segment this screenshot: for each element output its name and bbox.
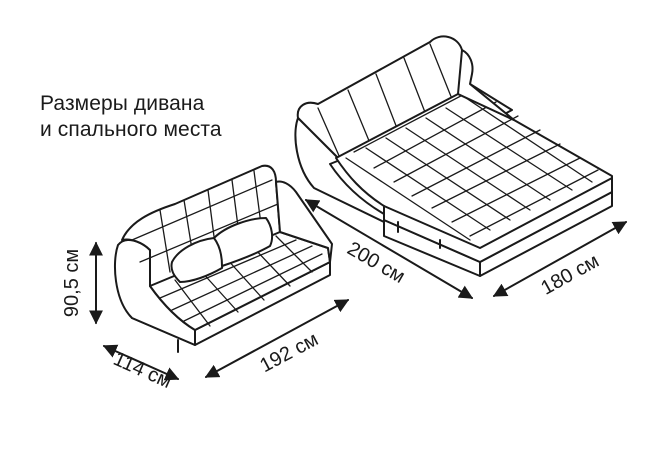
title-line-1: Размеры дивана (40, 92, 205, 115)
bed-width-arrow (492, 221, 628, 297)
depth-arrow (102, 344, 180, 381)
bed-right-armrest (457, 49, 515, 121)
sofa-length-label: 192 см (256, 328, 322, 377)
unfolded-sofa-bed-illustration (294, 35, 613, 277)
height-label: 90,5 см (61, 249, 83, 317)
bed-length-arrow (304, 199, 474, 299)
bed-length-label: 200 см (343, 238, 408, 288)
depth-label: 114 см (110, 348, 175, 393)
pillow-right (213, 217, 274, 267)
sofa-backrest (121, 164, 281, 287)
folded-sofa-illustration (113, 164, 333, 353)
sofa-length-arrow (204, 299, 350, 378)
pillow-left (170, 237, 224, 283)
bed-width-label: 180 см (537, 250, 602, 300)
title-line-2: и спального места (40, 118, 222, 141)
